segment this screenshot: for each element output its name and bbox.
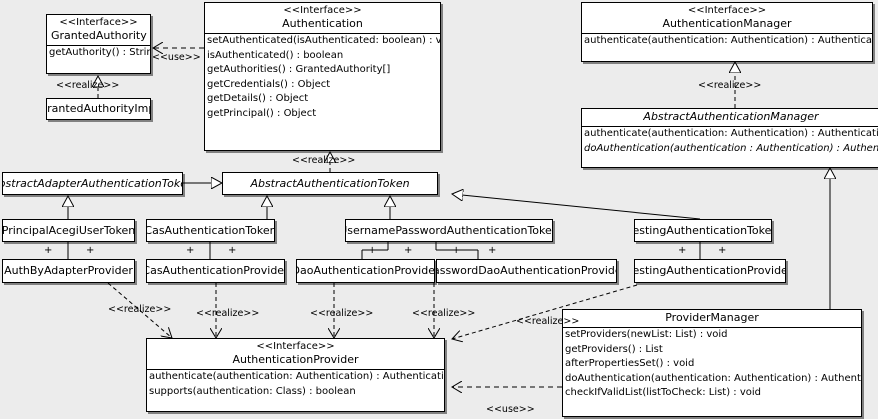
operation: getAuthority() : String xyxy=(49,47,151,58)
operations-compartment: setAuthenticated(isAuthenticated: boolea… xyxy=(205,33,440,121)
class-name: PrincipalAcegiUserToken xyxy=(2,223,135,237)
multiplicity-marker: + xyxy=(488,245,497,256)
class-name: CasAuthenticationToken xyxy=(146,223,275,237)
operations-compartment: authenticate(authentication: Authenticat… xyxy=(582,33,872,49)
multiplicity-marker: + xyxy=(186,245,195,256)
edge-label-realize-dao: <<realize>> xyxy=(310,308,374,319)
operation: getProviders() : List xyxy=(565,343,663,355)
operation: authenticate(authentication: Authenticat… xyxy=(584,35,873,46)
class-name: CasAuthenticationProvider xyxy=(146,264,285,277)
edge-label-realize-abstractmanager-authmanager: <<realize>> xyxy=(698,80,762,91)
class-header: <<Interface>> Authentication xyxy=(205,3,440,33)
class-header: <<Interface>> AuthenticationProvider xyxy=(147,339,444,369)
multiplicity-marker: + xyxy=(678,245,687,256)
class-name: TestingAuthenticationProvider xyxy=(634,264,786,277)
operation: getCredentials() : Object xyxy=(207,78,331,90)
class-name: AuthByAdapterProvider xyxy=(4,264,133,277)
class-name: AbstractAuthenticationToken xyxy=(250,176,410,190)
class-header: AbstractAuthenticationManager xyxy=(582,109,878,126)
stereotype-label: <<Interface>> xyxy=(283,5,362,16)
class-granted-authority[interactable]: <<Interface>> GrantedAuthority getAuthor… xyxy=(46,14,151,74)
class-name: DaoAuthenticationProvider xyxy=(296,264,435,277)
operation: setAuthenticated(isAuthenticated: boolea… xyxy=(207,35,441,46)
operation: authenticate(authentication: Authenticat… xyxy=(584,128,878,139)
class-name: GrantedAuthority xyxy=(51,29,147,42)
class-name: AbstractAdapterAuthenticationToken xyxy=(3,176,182,190)
operations-compartment: authenticate(authentication: Authenticat… xyxy=(582,126,878,156)
stereotype-label: <<Interface>> xyxy=(687,5,767,16)
class-name: AuthenticationProvider xyxy=(232,353,359,366)
class-header: ProviderManager xyxy=(563,310,861,327)
operations-compartment: setProviders(newList: List) : void getPr… xyxy=(563,327,861,401)
class-cas-authentication-token[interactable]: CasAuthenticationToken xyxy=(146,219,275,242)
stereotype-label: <<Interface>> xyxy=(59,17,138,28)
operation: supports(authentication: Class) : boolea… xyxy=(149,385,356,397)
operation: getDetails() : Object xyxy=(207,93,309,104)
class-testing-authentication-provider[interactable]: TestingAuthenticationProvider xyxy=(634,259,786,283)
class-cas-authentication-provider[interactable]: CasAuthenticationProvider xyxy=(146,259,285,283)
class-principal-acegi-user-token[interactable]: PrincipalAcegiUserToken xyxy=(2,219,135,242)
class-name: ProviderManager xyxy=(665,311,759,324)
operation: doAuthentication(authentication : Authen… xyxy=(584,142,878,154)
class-abstract-authentication-manager[interactable]: AbstractAuthenticationManager authentica… xyxy=(581,108,878,168)
edge-association-username-daoprovider xyxy=(361,241,389,259)
class-authentication[interactable]: <<Interface>> Authentication setAuthenti… xyxy=(204,2,441,151)
operation: getAuthorities() : GrantedAuthority[] xyxy=(207,64,391,75)
operations-compartment: authenticate(authentication: Authenticat… xyxy=(147,369,444,399)
class-abstract-adapter-authentication-token[interactable]: AbstractAdapterAuthenticationToken xyxy=(2,172,183,195)
edge-association-username-passworddaoprovider xyxy=(435,241,479,259)
edge-generalization-testingtoken-abstracttoken xyxy=(452,194,701,220)
class-name: TestingAuthenticationToken xyxy=(634,223,772,237)
edge-label-realize-cas: <<realize>> xyxy=(196,308,260,319)
edge-label-use-providermanager-authprovider: <<use>> xyxy=(486,404,535,415)
edge-label-realize-authbyadapter: <<realize>> xyxy=(108,304,172,315)
edge-realize-authbyadapter-authprovider xyxy=(107,282,172,338)
class-name: GrantedAuthorityImpl xyxy=(47,102,150,115)
edge-label-realize-passworddao: <<realize>> xyxy=(412,308,476,319)
multiplicity-marker: + xyxy=(718,245,727,256)
operation: authenticate(authentication: Authenticat… xyxy=(149,371,445,382)
class-abstract-authentication-token[interactable]: AbstractAuthenticationToken xyxy=(222,172,438,195)
class-granted-authority-impl[interactable]: GrantedAuthorityImpl xyxy=(46,98,151,120)
operation: doAuthentication(authentication: Authent… xyxy=(565,372,862,384)
multiplicity-marker: + xyxy=(86,245,95,256)
operation: setProviders(newList: List) : void xyxy=(565,329,728,340)
operation: afterPropertiesSet() : void xyxy=(565,358,695,369)
class-provider-manager[interactable]: ProviderManager setProviders(newList: Li… xyxy=(562,309,862,417)
class-name: AuthenticationManager xyxy=(662,17,792,30)
multiplicity-marker: + xyxy=(44,245,53,256)
class-authentication-manager[interactable]: <<Interface>> AuthenticationManager auth… xyxy=(581,2,873,62)
class-name: AbstractAuthenticationManager xyxy=(643,110,819,123)
class-name: Authentication xyxy=(282,17,363,30)
class-dao-authentication-provider[interactable]: DaoAuthenticationProvider xyxy=(296,259,435,283)
multiplicity-marker: + xyxy=(368,245,377,256)
edge-label-realize-testing: <<realize>> xyxy=(516,316,580,327)
edge-label-realize-grantedauthorityimpl: <<realize>> xyxy=(56,80,120,91)
stereotype-label: <<Interface>> xyxy=(256,341,335,352)
class-header: <<Interface>> AuthenticationManager xyxy=(582,3,872,33)
edge-label-realize-abstracttoken-authentication: <<realize>> xyxy=(292,155,356,166)
operation: isAuthenticated() : boolean xyxy=(207,49,344,61)
class-testing-authentication-token[interactable]: TestingAuthenticationToken xyxy=(634,219,772,242)
multiplicity-marker: + xyxy=(228,245,237,256)
class-name: PasswordDaoAuthenticationProvider xyxy=(436,264,617,277)
operation: getPrincipal() : Object xyxy=(207,107,317,119)
class-auth-by-adapter-provider[interactable]: AuthByAdapterProvider xyxy=(2,259,135,283)
edge-label-use-authentication-grantedauthority: <<use>> xyxy=(152,52,201,63)
class-authentication-provider[interactable]: <<Interface>> AuthenticationProvider aut… xyxy=(146,338,445,412)
class-username-password-authentication-token[interactable]: UsernamePasswordAuthenticationToken xyxy=(345,219,553,242)
class-password-dao-authentication-provider[interactable]: PasswordDaoAuthenticationProvider xyxy=(436,259,617,283)
multiplicity-marker: + xyxy=(404,245,413,256)
multiplicity-marker: + xyxy=(452,245,461,256)
operations-compartment: getAuthority() : String xyxy=(47,45,150,61)
class-header: <<Interface>> GrantedAuthority xyxy=(47,15,150,45)
operation: checkIfValidList(listToCheck: List) : vo… xyxy=(565,387,762,398)
class-name: UsernamePasswordAuthenticationToken xyxy=(345,223,553,237)
